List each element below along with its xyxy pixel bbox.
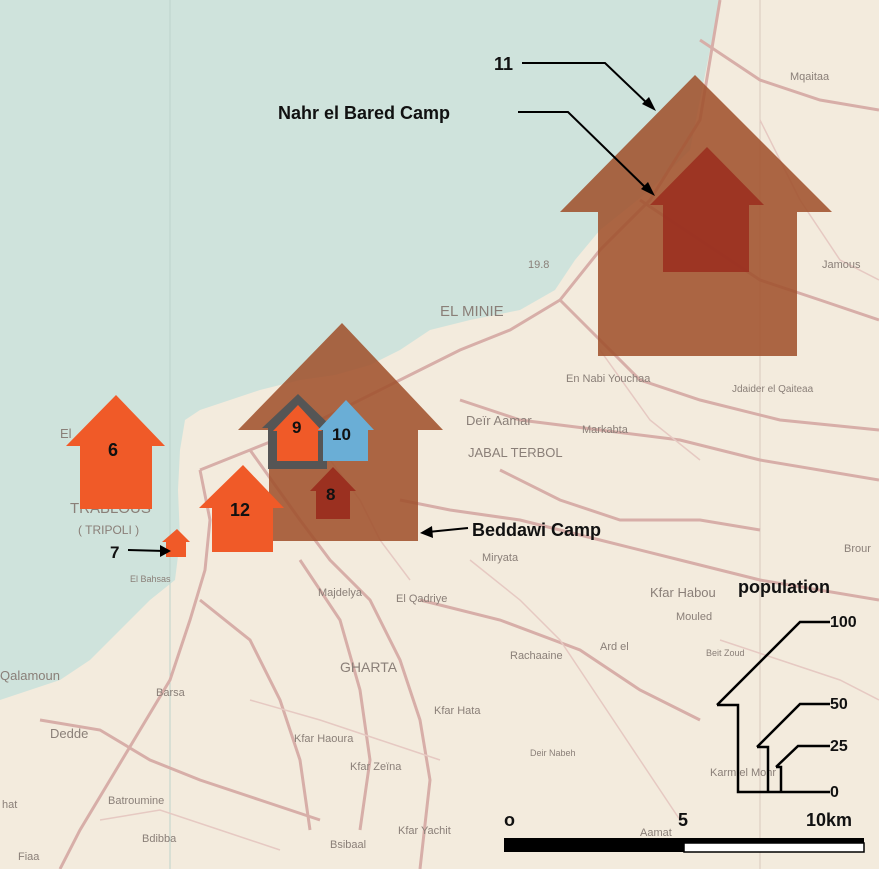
- pointer-arrows: [127, 62, 651, 552]
- marker-9-label: 9: [292, 418, 301, 437]
- scale-bar: o 5 10km: [504, 810, 865, 853]
- label-en-nabi-youchaa: En Nabi Youchaa: [566, 373, 651, 385]
- road-network-minor: [99, 119, 879, 851]
- label-kfar-yachit: Kfar Yachit: [398, 825, 451, 837]
- label-jabal-terbol: JABAL TERBOL: [468, 445, 563, 460]
- beddawi-label: Beddawi Camp: [472, 520, 601, 540]
- label-kfar-zeina: Kfar Zeïna: [350, 761, 402, 773]
- marker-8-label: 8: [326, 485, 335, 504]
- label-beit-zoud: Beit Zoud: [706, 648, 745, 658]
- marker-10-house: [318, 400, 374, 461]
- label-kfar-hata: Kfar Hata: [434, 705, 481, 717]
- label-miryata: Miryata: [482, 552, 519, 564]
- label-karm-el-mohr: Karm el Mohr: [710, 767, 776, 779]
- label-tripoli: ( TRIPOLI ): [78, 523, 139, 537]
- marker-nahr-inner-house: [650, 147, 764, 272]
- label-gharta: GHARTA: [340, 659, 398, 675]
- marker-12-house: [199, 465, 284, 552]
- label-el: El: [60, 426, 72, 441]
- label-chat: hat: [2, 799, 17, 811]
- label-batroumine: Batroumine: [108, 795, 164, 807]
- label-barsa: Barsa: [156, 687, 186, 699]
- label-mouled: Mouled: [676, 611, 712, 623]
- marker-7-label: 7: [110, 543, 119, 562]
- label-bdibba: Bdibba: [142, 833, 177, 845]
- label-ard-el: Ard el: [600, 641, 629, 653]
- marker-6-label: 6: [108, 440, 118, 460]
- place-labels: EL MINIE TRABLOUS ( TRIPOLI ) Deïr Aamar…: [0, 71, 871, 863]
- label-el-bahsas: El Bahsas: [130, 574, 171, 584]
- legend-level-0: 0: [830, 784, 839, 801]
- scale-label-5: 5: [678, 810, 688, 830]
- label-mqaitaa: Mqaitaa: [790, 71, 830, 83]
- marker-12-label: 12: [230, 500, 250, 520]
- arrow-heads: [160, 97, 656, 557]
- label-el-qadriye: El Qadriye: [396, 593, 447, 605]
- label-fiaa: Fiaa: [18, 851, 40, 863]
- label-jdaider: Jdaider el Qaiteaa: [732, 384, 814, 395]
- label-dedde: Dedde: [50, 726, 88, 741]
- arrow-11: [522, 62, 651, 107]
- legend-level-100: 100: [830, 614, 857, 631]
- scale-label-0: o: [504, 810, 515, 830]
- arrow-nahr: [518, 111, 649, 191]
- label-markabta: Markabta: [582, 424, 629, 436]
- label-deir-aamar: Deïr Aamar: [466, 413, 532, 428]
- label-rachaaine: Rachaaine: [510, 650, 563, 662]
- label-qalamoun: Qalamoun: [0, 668, 60, 683]
- legend-title: population: [738, 577, 830, 597]
- marker-10-label: 10: [332, 425, 351, 444]
- markers: [66, 75, 832, 557]
- label-kfar-haoura: Kfar Haoura: [294, 733, 354, 745]
- scale-label-10km: 10km: [806, 810, 852, 830]
- marker-9-house: [273, 405, 322, 461]
- marker-6-house: [66, 395, 165, 509]
- label-majdelya: Majdelya: [318, 587, 363, 599]
- arrow-beddawi: [427, 527, 469, 533]
- nahr-el-bared-label: Nahr el Bared Camp: [278, 103, 450, 123]
- legend-house-50: [756, 702, 830, 792]
- label-kfar-habou: Kfar Habou: [650, 585, 716, 600]
- arrow-7: [127, 549, 166, 552]
- marker-8-house: [310, 467, 356, 519]
- legend-level-25: 25: [830, 738, 848, 755]
- population-legend: population 100 50 25 0: [716, 577, 857, 801]
- legend-house-25: [775, 744, 830, 792]
- legend-house-100: [716, 620, 830, 794]
- label-bsibaal: Bsibaal: [330, 839, 366, 851]
- label-brour: Brour: [844, 543, 871, 555]
- label-aamat: Aamat: [640, 827, 672, 839]
- label-el-minie: EL MINIE: [440, 303, 504, 320]
- label-jamous: Jamous: [822, 259, 861, 271]
- label-road-19-8: 19.8: [528, 259, 549, 271]
- label-deir-nabeh: Deir Nabeh: [530, 748, 576, 758]
- legend-level-50: 50: [830, 696, 848, 713]
- marker-11-label: 11: [494, 54, 513, 74]
